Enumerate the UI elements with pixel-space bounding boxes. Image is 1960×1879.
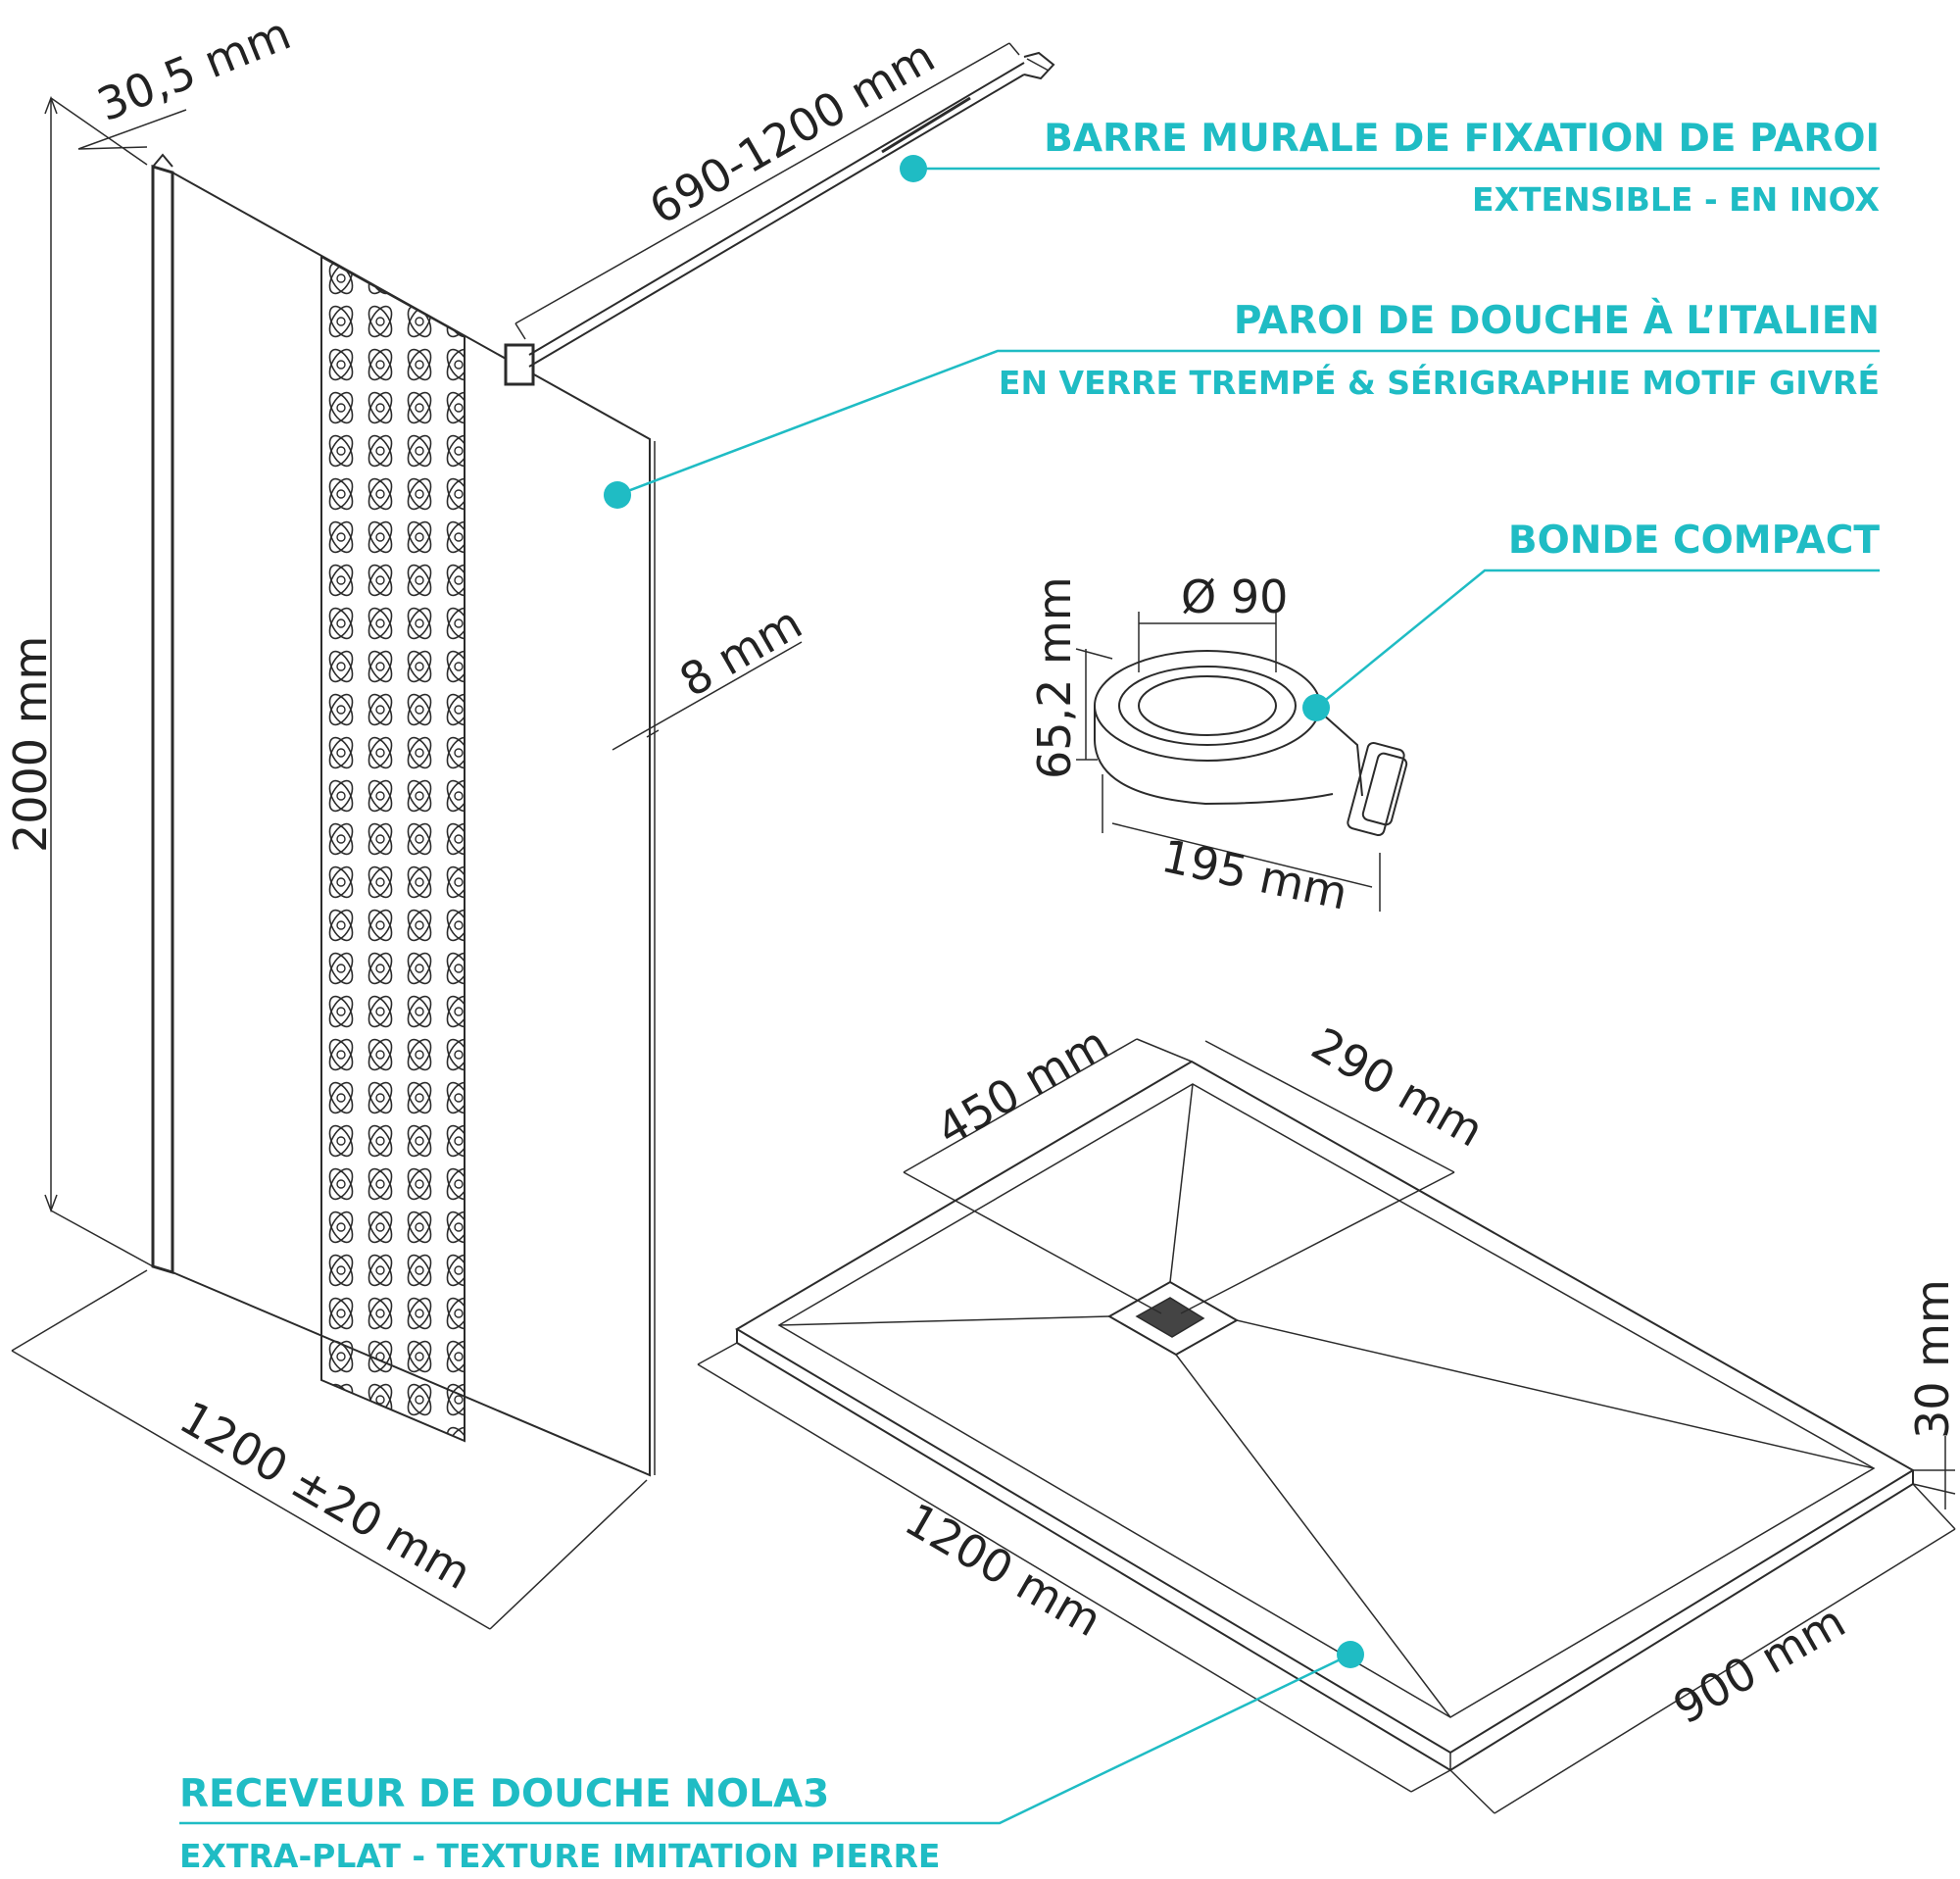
dim-tray-offset-a: 450 mm bbox=[928, 1016, 1117, 1157]
tray-subtitle: EXTRA-PLAT - TEXTURE IMITATION PIERRE bbox=[179, 1837, 940, 1875]
panel-marker bbox=[604, 481, 631, 509]
dim-drain-length: 195 mm bbox=[1157, 829, 1352, 920]
dim-glass-thickness: 8 mm bbox=[671, 596, 811, 708]
wall-profile-top bbox=[152, 153, 173, 168]
panel-subtitle: EN VERRE TREMPÉ & SÉRIGRAPHIE MOTIF GIVR… bbox=[999, 363, 1880, 402]
drain bbox=[1075, 612, 1408, 912]
shower-panel bbox=[151, 153, 656, 1477]
dim-tray-height: 30 mm bbox=[1906, 1279, 1959, 1439]
wall-bar bbox=[528, 51, 1055, 368]
dim-tray-offset-b: 290 mm bbox=[1303, 1017, 1493, 1158]
panel-title: PAROI DE DOUCHE À L’ITALIEN bbox=[1234, 297, 1880, 343]
tray-title: RECEVEUR DE DOUCHE NOLA3 bbox=[179, 1772, 829, 1816]
dim-tray-width: 900 mm bbox=[1665, 1595, 1854, 1735]
bar-clamp bbox=[504, 343, 535, 386]
bar-title: BARRE MURALE DE FIXATION DE PAROI bbox=[1044, 117, 1880, 161]
dim-tray-length: 1200 mm bbox=[897, 1493, 1111, 1647]
frosted-motif bbox=[320, 255, 466, 1443]
wall-profile bbox=[151, 164, 174, 1275]
drain-title: BONDE COMPACT bbox=[1508, 519, 1881, 563]
bar-marker bbox=[900, 155, 927, 182]
bar-subtitle: EXTENSIBLE - EN INOX bbox=[1472, 180, 1880, 219]
dim-drain-height: 65,2 mm bbox=[1028, 576, 1081, 779]
panel-dimensions bbox=[11, 42, 1020, 1630]
dim-profile-depth: 30,5 mm bbox=[90, 7, 298, 131]
shower-tray bbox=[697, 1038, 1956, 1814]
dim-panel-height: 2000 mm bbox=[4, 636, 57, 853]
drain-marker bbox=[1302, 694, 1330, 721]
dim-drain-diameter: Ø 90 bbox=[1181, 570, 1288, 623]
tray-leader bbox=[179, 1653, 1351, 1825]
tray-marker bbox=[1337, 1641, 1364, 1668]
drain-leader bbox=[1315, 569, 1880, 709]
dim-bar-length: 690-1200 mm bbox=[641, 29, 944, 235]
panel-leader bbox=[616, 349, 1880, 497]
